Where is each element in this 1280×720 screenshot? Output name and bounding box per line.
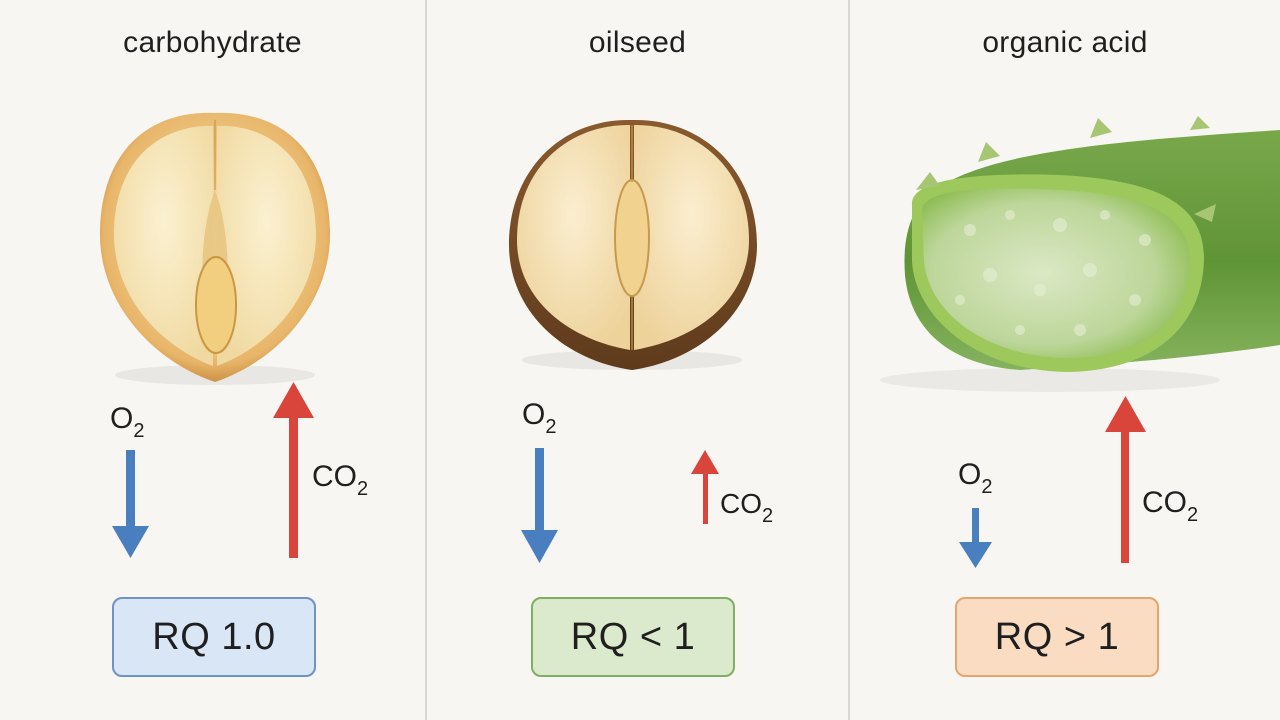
panel-title: carbohydrate xyxy=(123,26,302,59)
o2-subscript: 2 xyxy=(545,416,557,438)
o2-label: O2 xyxy=(110,402,145,442)
co2-subscript: 2 xyxy=(1187,504,1199,526)
co2-label: CO2 xyxy=(312,460,369,500)
co2-subscript: 2 xyxy=(762,504,774,527)
panel-carbohydrate: carbohydrate xyxy=(0,0,425,720)
co2-base: CO xyxy=(312,460,357,493)
carbohydrate-seed-illustration xyxy=(99,112,331,385)
co2-arrow xyxy=(1105,396,1146,563)
o2-arrow xyxy=(112,450,149,558)
co2-arrow xyxy=(273,382,314,558)
gas-arrows xyxy=(112,382,314,558)
co2-subscript: 2 xyxy=(357,478,369,500)
panel-divider xyxy=(848,0,850,720)
rq-badge: RQ > 1 xyxy=(955,597,1159,677)
panel-divider xyxy=(425,0,427,720)
panel-organic-acid: organic acid xyxy=(850,0,1280,720)
panel-title: oilseed xyxy=(588,26,687,59)
gas-arrows xyxy=(959,396,1146,568)
gel-texture xyxy=(955,210,1151,336)
o2-base: O xyxy=(958,458,982,491)
o2-label: O2 xyxy=(958,458,993,498)
rq-badge: RQ < 1 xyxy=(531,597,735,677)
oilseed-illustration xyxy=(509,119,757,370)
gas-arrows xyxy=(521,448,719,563)
co2-base: CO xyxy=(720,488,762,519)
o2-label: O2 xyxy=(522,398,557,438)
co2-arrow xyxy=(691,450,719,524)
o2-base: O xyxy=(110,402,134,435)
co2-base: CO xyxy=(1142,486,1187,519)
o2-arrow xyxy=(959,508,992,568)
o2-subscript: 2 xyxy=(133,420,145,442)
succulent-leaf-illustration xyxy=(880,116,1280,392)
leaf-spikes xyxy=(916,116,1216,222)
co2-label: CO2 xyxy=(1142,486,1199,526)
panel-title: organic acid xyxy=(982,26,1148,59)
panel-oilseed: oilseed xyxy=(427,0,848,720)
o2-base: O xyxy=(522,398,546,431)
o2-subscript: 2 xyxy=(981,476,993,498)
co2-label: CO2 xyxy=(720,488,774,527)
rq-badge: RQ 1.0 xyxy=(112,597,316,677)
o2-arrow xyxy=(521,448,558,563)
